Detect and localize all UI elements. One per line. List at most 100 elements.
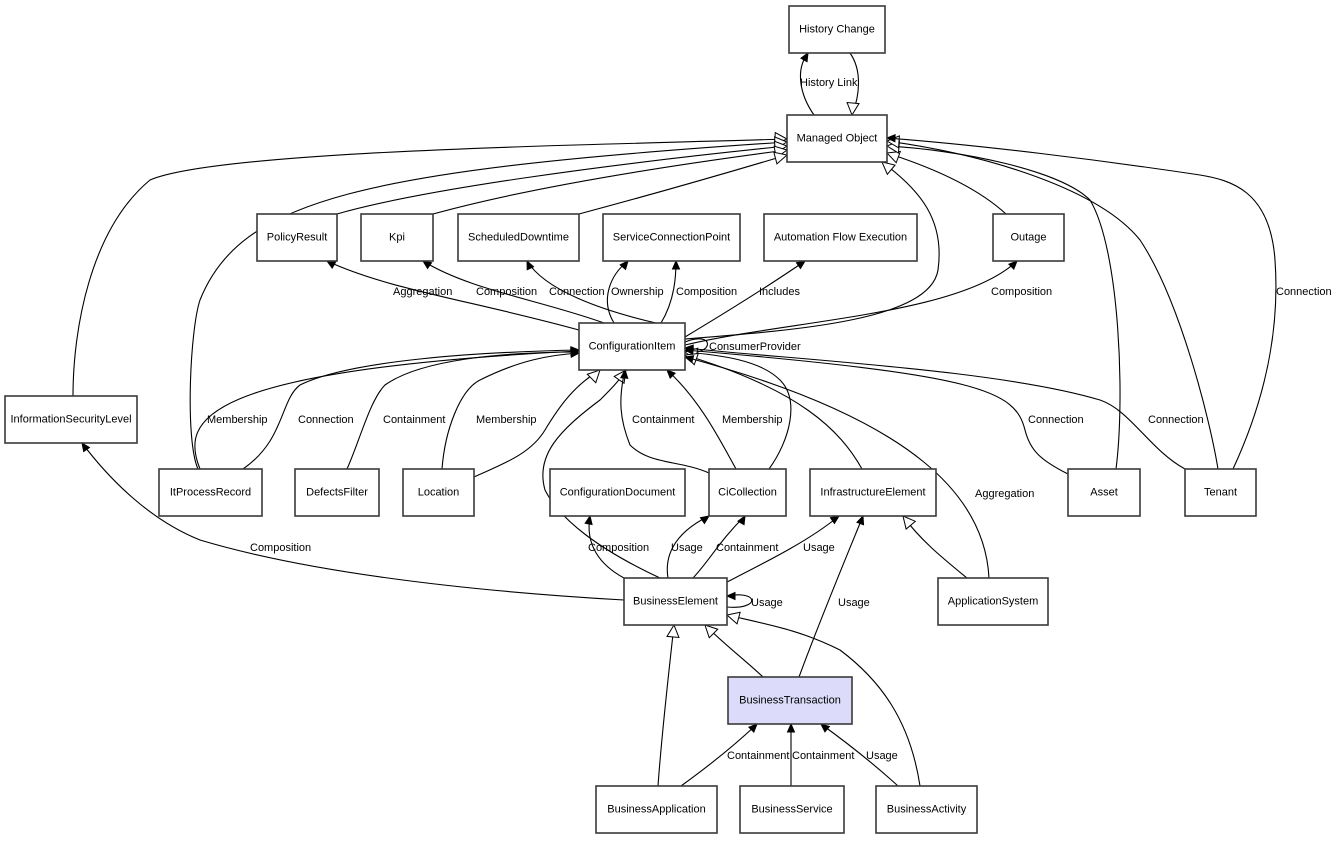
edge-line <box>684 354 863 470</box>
node-configuration-document[interactable]: ConfigurationDocument <box>549 468 686 517</box>
filled-arrowhead-icon <box>325 260 337 269</box>
filled-arrowhead-icon <box>671 259 681 270</box>
edge-line <box>684 349 1069 475</box>
edge-association-configuration-item-to-service-connection-point <box>660 259 681 324</box>
edge-inheritance-business-application-to-business-element <box>657 623 680 787</box>
edge-association-asset-to-configuration-item <box>683 346 1069 475</box>
node-history-change[interactable]: History Change <box>788 5 886 54</box>
edge-label: Connection <box>1276 286 1332 298</box>
node-asset[interactable]: Asset <box>1067 468 1141 517</box>
edge-line <box>473 369 601 478</box>
edge-label: Membership <box>476 414 537 426</box>
filled-arrowhead-icon <box>570 349 581 358</box>
node-outage[interactable]: Outage <box>992 213 1065 262</box>
edge-inheritance-kpi-to-managed-object <box>432 145 789 215</box>
node-it-process-record[interactable]: ItProcessRecord <box>158 468 263 517</box>
node-box <box>739 785 845 834</box>
node-application-system[interactable]: ApplicationSystem <box>937 577 1049 626</box>
node-box <box>786 114 888 163</box>
edge-label: Containment <box>716 542 778 554</box>
node-label: ConfigurationDocument <box>560 487 676 499</box>
node-service-connection-point[interactable]: ServiceConnectionPoint <box>602 213 741 262</box>
node-kpi[interactable]: Kpi <box>360 213 434 262</box>
node-business-element[interactable]: BusinessElement <box>623 577 728 626</box>
edge-label: Connection <box>1148 414 1204 426</box>
edge-label: Containment <box>632 414 694 426</box>
edge-label: Includes <box>759 286 800 298</box>
edge-line <box>542 369 661 579</box>
node-box <box>595 785 718 834</box>
edge-association-tenant-to-configuration-item <box>683 344 1186 470</box>
edge-line <box>886 145 1121 470</box>
node-label: InformationSecurityLevel <box>10 414 131 426</box>
node-scheduled-downtime[interactable]: ScheduledDowntime <box>457 213 580 262</box>
filled-arrowhead-icon <box>683 355 695 364</box>
filled-arrowhead-icon <box>856 514 865 526</box>
filled-arrowhead-icon <box>584 514 593 526</box>
edge-line <box>526 260 657 324</box>
edge-label: Composition <box>588 542 649 554</box>
edge-association-configuration-item-to-outage <box>684 260 1018 346</box>
node-defects-filter[interactable]: DefectsFilter <box>294 468 380 517</box>
node-box <box>1067 468 1141 517</box>
edge-line <box>726 515 840 583</box>
node-box <box>992 213 1065 262</box>
node-tenant[interactable]: Tenant <box>1184 468 1257 517</box>
edge-association-business-service-to-business-transaction <box>786 722 796 786</box>
edge-line <box>336 145 788 215</box>
edge-label: Composition <box>250 542 311 554</box>
node-business-application[interactable]: BusinessApplication <box>595 785 718 834</box>
edge-line <box>684 260 806 338</box>
edge-inheritance-business-activity-to-business-element <box>725 611 921 787</box>
filled-arrowhead-icon <box>666 369 677 380</box>
edge-label: Aggregation <box>975 488 1034 500</box>
node-ci-collection[interactable]: CiCollection <box>708 468 787 517</box>
node-label: Automation Flow Execution <box>774 232 907 244</box>
edge-association-business-activity-to-business-transaction <box>820 723 899 787</box>
filled-arrowhead-icon <box>619 260 629 271</box>
edge-line <box>886 152 1007 215</box>
node-box <box>256 213 338 262</box>
node-business-transaction[interactable]: BusinessTransaction <box>727 676 853 725</box>
edge-line <box>684 161 940 340</box>
node-information-security-level[interactable]: InformationSecurityLevel <box>4 395 138 444</box>
node-location[interactable]: Location <box>402 468 475 517</box>
edge-association-configuration-item-to-automation-flow-execution <box>684 260 807 338</box>
node-box <box>158 468 263 517</box>
node-business-service[interactable]: BusinessService <box>739 785 845 834</box>
filled-arrowhead-icon <box>737 514 746 526</box>
edge-label: Usage <box>866 750 898 762</box>
edge-association-business-element-to-ci-collection <box>666 515 711 579</box>
edge-label: Connection <box>1028 414 1084 426</box>
filled-arrowhead-icon <box>747 723 758 734</box>
node-policy-result[interactable]: PolicyResult <box>256 213 338 262</box>
edge-association-business-element-to-configuration-document <box>584 514 625 579</box>
hollow-arrowhead-icon <box>846 101 860 117</box>
node-label: BusinessElement <box>633 596 718 608</box>
edge-label: Composition <box>476 286 537 298</box>
edge-inheritance-application-system-to-infrastructure-element <box>902 515 968 579</box>
edge-association-tenant-to-managed-object <box>885 134 1277 470</box>
edge-label: Containment <box>792 750 854 762</box>
edge-label: Ownership <box>611 286 664 298</box>
hollow-arrowhead-icon <box>666 623 680 639</box>
hollow-arrowhead-icon <box>725 611 741 625</box>
filled-arrowhead-icon <box>526 259 535 271</box>
edge-line <box>820 723 899 787</box>
node-box <box>457 213 580 262</box>
edge-label: Membership <box>722 414 783 426</box>
edge-line <box>81 442 625 601</box>
edge-association-configuration-item-to-service-connection-point <box>606 260 629 324</box>
node-configuration-item[interactable]: ConfigurationItem <box>578 322 686 371</box>
hollow-arrowhead-icon <box>773 151 789 165</box>
edge-association-business-application-to-business-transaction <box>680 723 758 787</box>
node-infrastructure-element[interactable]: InfrastructureElement <box>809 468 937 517</box>
node-automation-flow-execution[interactable]: Automation Flow Execution <box>763 213 918 262</box>
node-managed-object[interactable]: Managed Object <box>786 114 888 163</box>
edge-line <box>684 356 990 579</box>
edge-line <box>666 515 710 579</box>
node-business-activity[interactable]: BusinessActivity <box>875 785 978 834</box>
edge-label: Connection <box>549 286 605 298</box>
hollow-arrowhead-icon <box>881 161 896 176</box>
edge-inheritance-policy-result-to-managed-object <box>336 140 789 215</box>
